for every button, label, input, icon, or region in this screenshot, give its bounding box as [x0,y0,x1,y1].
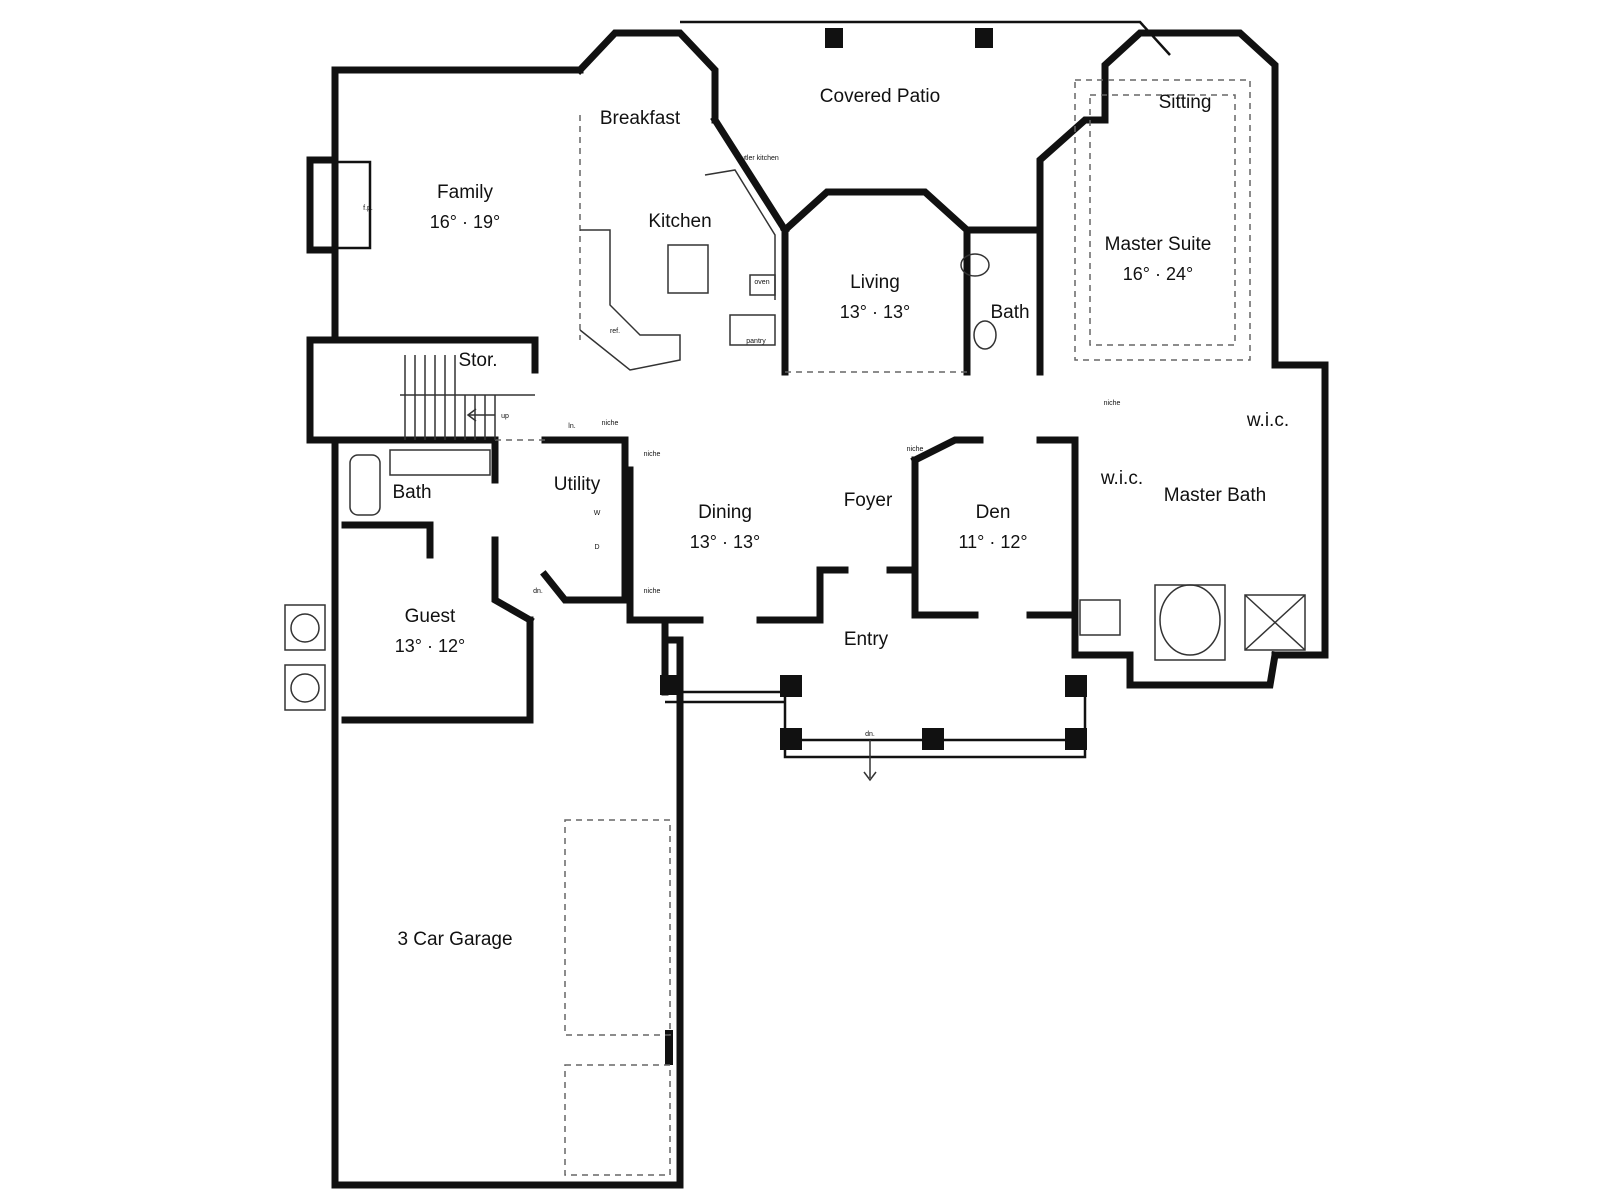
room-sitting: Sitting [1159,92,1212,113]
note-washer: W [594,510,601,517]
room-dining: Dining [698,502,752,523]
room-wic-left: w.i.c. [1100,468,1143,489]
room-living-dims: 13° · 13° [840,302,910,322]
room-entry: Entry [844,629,889,650]
room-wic-right: w.i.c. [1246,410,1289,431]
note-linen: ln. [568,423,575,430]
note-niche-5: niche [1104,400,1121,407]
room-den-dims: 11° · 12° [958,532,1027,552]
room-den: Den [976,502,1011,523]
room-bath-lower: Bath [392,482,431,503]
room-garage: 3 Car Garage [397,929,512,950]
room-master-bath: Master Bath [1164,485,1266,506]
room-kitchen: Kitchen [648,211,711,232]
note-up: up [501,413,509,420]
note-niche-3: niche [644,588,661,595]
room-breakfast: Breakfast [600,108,681,129]
room-stor: Stor. [458,350,497,371]
room-covered-patio: Covered Patio [820,86,940,107]
room-labels: Covered Patio Breakfast Kitchen Family 1… [392,86,1289,950]
fixture-notes: f.p. butler kitchen oven pantry ref. up … [363,155,1120,738]
note-dn-side: dn. [533,588,543,595]
arrows [466,408,877,782]
note-niche-4: niche [907,446,924,453]
note-pantry: pantry [746,338,766,345]
note-butler-kitchen: butler kitchen [737,155,779,162]
room-dining-dims: 13° · 13° [690,532,760,552]
room-guest: Guest [405,606,456,627]
note-niche-2: niche [644,451,661,458]
note-ref: ref. [610,328,620,335]
details [284,28,1306,1176]
room-family-dims: 16° · 19° [430,212,500,232]
room-family: Family [437,182,493,203]
note-niche-1: niche [602,420,619,427]
room-utility: Utility [554,474,601,495]
room-guest-dims: 13° · 12° [395,636,465,656]
room-foyer: Foyer [844,490,893,511]
room-bath-upper: Bath [990,302,1029,323]
note-dryer: D [594,544,599,551]
note-oven: oven [754,279,769,286]
room-master-suite-dims: 16° · 24° [1123,264,1193,284]
room-master-suite: Master Suite [1105,234,1212,255]
note-dn-entry: dn. [865,731,875,738]
walls [306,20,1329,1189]
note-fireplace: f.p. [363,205,373,212]
room-living: Living [850,272,900,293]
